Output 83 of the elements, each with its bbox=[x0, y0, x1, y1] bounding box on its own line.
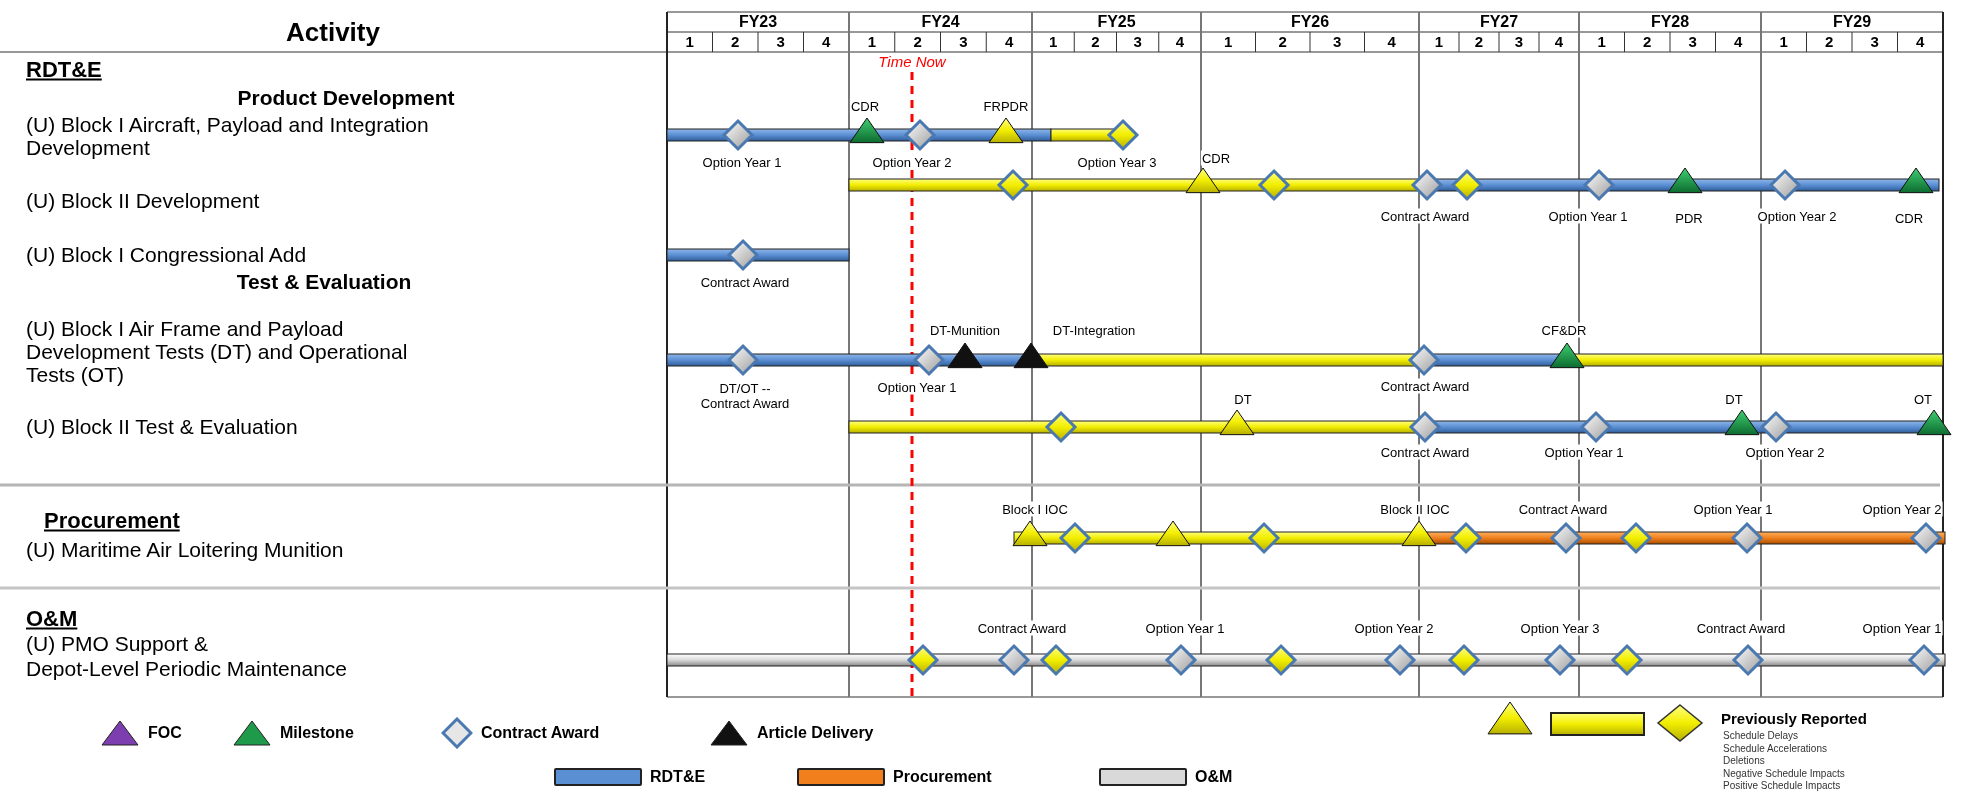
quarter-label: 1 bbox=[1779, 31, 1788, 52]
milestone-label: Option Year 1 bbox=[1543, 444, 1625, 460]
quarter-label: 3 bbox=[1514, 31, 1524, 52]
quarter-label: 4 bbox=[822, 31, 831, 52]
legend-note: Positive Schedule Impacts bbox=[1723, 780, 1841, 792]
activity-label: (U) Block I Aircraft, Payload and Integration Development bbox=[26, 113, 430, 159]
quarter-label: 2 bbox=[731, 31, 740, 52]
quarter-label: 3 bbox=[776, 31, 785, 52]
legend-note: Schedule Delays bbox=[1723, 730, 1799, 742]
quarter-label: 4 bbox=[1387, 31, 1396, 52]
legend-note: Schedule Accelerations bbox=[1723, 742, 1827, 755]
activity-label: Depot-Level Periodic Maintenance bbox=[26, 656, 348, 680]
legend-label: FOC bbox=[148, 723, 182, 743]
milestone-label: Block I IOC bbox=[1001, 501, 1069, 517]
legend-label: Article Delivery bbox=[757, 723, 874, 743]
subsection-heading: Product Development bbox=[237, 85, 455, 112]
milestone-label: Option Year 2 bbox=[1756, 208, 1838, 224]
quarter-label: 2 bbox=[913, 31, 922, 52]
legend-label: Contract Award bbox=[481, 723, 600, 743]
quarter-label: 3 bbox=[1870, 31, 1879, 52]
quarter-label: 2 bbox=[1474, 31, 1484, 52]
milestone-label: Contract Award bbox=[1517, 501, 1609, 517]
section-heading: O&M bbox=[26, 604, 78, 633]
quarter-label: 3 bbox=[959, 31, 968, 52]
quarter-label: 1 bbox=[685, 31, 694, 52]
milestone-label: Contract Award bbox=[1379, 378, 1471, 394]
quarter-label: 4 bbox=[1916, 31, 1925, 52]
milestone-label: Block II IOC bbox=[1379, 501, 1451, 517]
quarter-label: 3 bbox=[1133, 31, 1142, 52]
quarter-label: 4 bbox=[1004, 31, 1014, 52]
legend-note: Deletions bbox=[1723, 755, 1765, 767]
milestone-label: Option Year 1 bbox=[1547, 208, 1629, 224]
milestone-label: Option Year 1 bbox=[1144, 620, 1226, 636]
legend-label: O&M bbox=[1195, 767, 1233, 787]
quarter-label: 4 bbox=[1554, 31, 1564, 52]
milestone-label: Option Year 3 bbox=[1519, 620, 1601, 636]
fiscal-year-label: FY27 bbox=[1479, 12, 1519, 32]
legend-note: Negative Schedule Impacts bbox=[1723, 767, 1845, 780]
milestone-label: Option Year 1 bbox=[1692, 501, 1774, 517]
legend-heading: Previously Reported bbox=[1721, 708, 1867, 729]
quarter-label: 4 bbox=[1734, 31, 1743, 52]
milestone-label: Option Year 2 bbox=[1744, 444, 1826, 460]
legend-label: Procurement bbox=[893, 767, 992, 787]
fiscal-year-label: FY28 bbox=[1650, 12, 1690, 32]
milestone-label: Option Year 1 bbox=[876, 379, 958, 395]
quarter-label: 3 bbox=[1333, 31, 1342, 52]
activity-label: (U) Block I Air Frame and Payload Development Tests (DT) and Operational Tests (OT) bbox=[26, 316, 409, 386]
fiscal-year-label: FY25 bbox=[1097, 12, 1136, 32]
fiscal-year-label: FY23 bbox=[738, 12, 778, 32]
quarter-label: 1 bbox=[1048, 31, 1058, 52]
quarter-label: 2 bbox=[1091, 31, 1100, 52]
legend-label: Milestone bbox=[280, 723, 354, 743]
milestone-label: CF&DR bbox=[1540, 322, 1588, 338]
section-heading: Procurement bbox=[44, 506, 180, 535]
section-heading: RDT&E bbox=[26, 55, 102, 84]
milestone-label: Option Year 2 bbox=[871, 154, 953, 170]
fiscal-year-label: FY29 bbox=[1832, 12, 1872, 32]
fiscal-year-label: FY26 bbox=[1290, 12, 1330, 32]
activity-label: (U) Block I Congressional Add bbox=[26, 242, 307, 266]
milestone-label: Contract Award bbox=[1379, 444, 1471, 460]
quarter-label: 3 bbox=[1688, 31, 1697, 52]
quarter-label: 2 bbox=[1825, 31, 1834, 52]
quarter-label: 1 bbox=[1597, 31, 1606, 52]
quarter-label: 4 bbox=[1175, 31, 1185, 52]
quarter-label: 1 bbox=[1434, 31, 1444, 52]
fiscal-year-label: FY24 bbox=[921, 12, 960, 32]
legend-label: RDT&E bbox=[650, 767, 706, 787]
quarter-label: 2 bbox=[1643, 31, 1652, 52]
time-now-label: Time Now bbox=[878, 51, 946, 72]
milestone-label: Contract Award bbox=[976, 620, 1068, 636]
subsection-heading: Test & Evaluation bbox=[236, 269, 412, 296]
column-header: Activity bbox=[286, 15, 380, 49]
activity-label: (U) Block II Development bbox=[26, 188, 260, 212]
activity-label: (U) PMO Support & bbox=[26, 631, 209, 655]
milestone-label: CDR bbox=[1200, 150, 1232, 166]
quarter-label: 1 bbox=[867, 31, 877, 52]
milestone-label: Contract Award bbox=[1695, 620, 1787, 636]
activity-label: (U) Maritime Air Loitering Munition bbox=[26, 537, 344, 561]
quarter-label: 2 bbox=[1278, 31, 1287, 52]
activity-label: (U) Block II Test & Evaluation bbox=[26, 414, 298, 438]
quarter-label: 1 bbox=[1224, 31, 1233, 52]
milestone-label: Option Year 2 bbox=[1353, 620, 1435, 636]
milestone-label: Contract Award bbox=[1379, 208, 1471, 224]
